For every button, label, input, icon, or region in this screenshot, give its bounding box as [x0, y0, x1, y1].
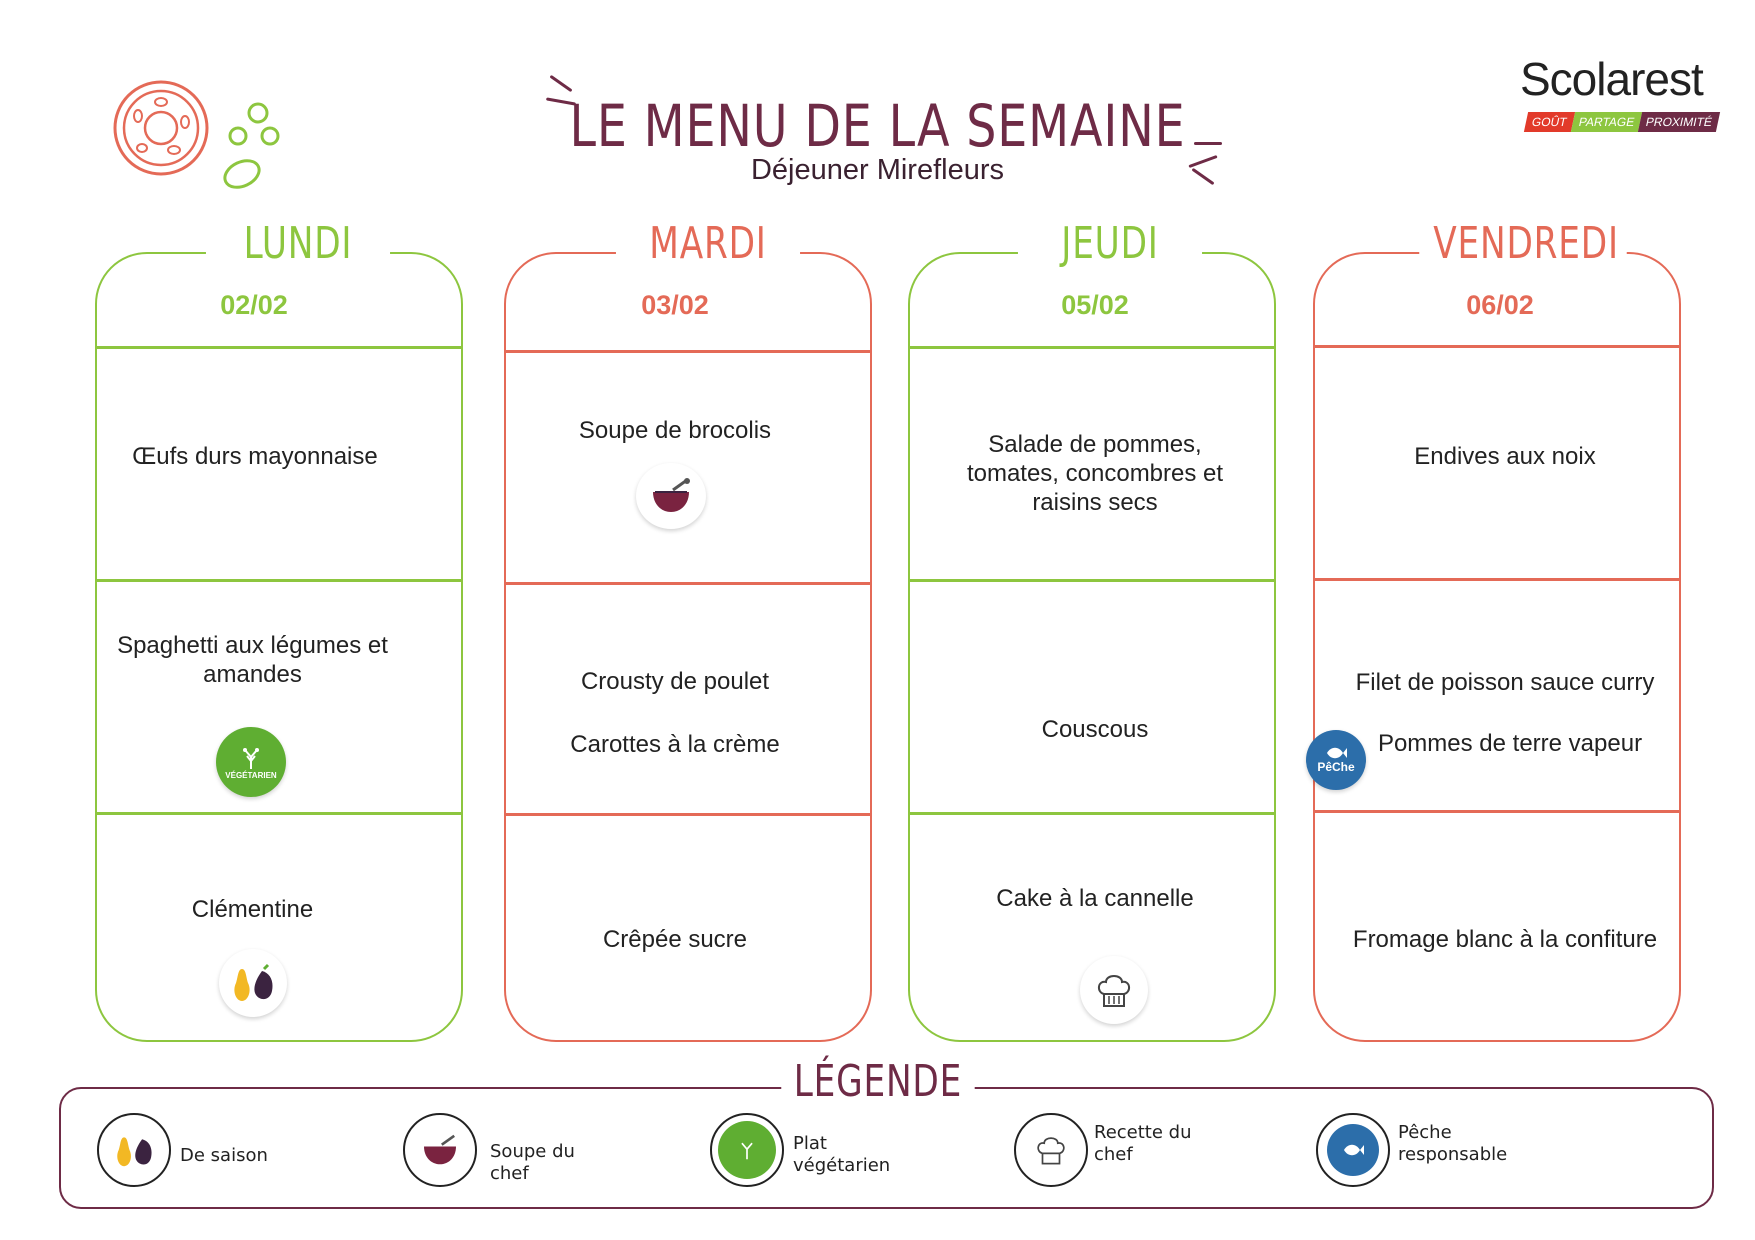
side-dish: Carottes à la crème [570, 731, 780, 758]
logo-tag: GOÛT [1523, 112, 1575, 132]
day-name: JEUDI [1017, 218, 1203, 278]
day-column-jeudi [908, 252, 1276, 1042]
day-date: 02/02 [220, 290, 288, 320]
dessert-dish: Clémentine [191, 896, 314, 923]
day-name: MARDI [615, 218, 801, 278]
soup-icon [403, 1113, 477, 1187]
row-divider [506, 813, 870, 816]
row-divider [910, 579, 1274, 582]
vegetarian-icon: VÉGÉTARIEN [216, 727, 286, 797]
day-column-mardi [504, 252, 872, 1042]
main-dish: Spaghetti aux légumes et amandes [117, 632, 388, 688]
day-date: 06/02 [1466, 290, 1534, 320]
dessert-dish: Cake à la cannelle [996, 885, 1194, 912]
dessert-dish: Fromage blanc à la confiture [1352, 926, 1658, 953]
vegetarian-icon [710, 1113, 784, 1187]
fish-icon: PêChe [1306, 730, 1366, 790]
soup-icon [636, 463, 706, 529]
row-divider [910, 346, 1274, 349]
row-divider [1315, 810, 1679, 813]
row-divider [1315, 345, 1679, 348]
chef-hat-icon [1080, 956, 1148, 1024]
dessert-dish: Crêpée sucre [602, 926, 748, 953]
day-name: LUNDI [205, 218, 391, 278]
title-decoration [549, 74, 573, 93]
seasonal-icon [219, 949, 287, 1017]
legend-title-wrap: LÉGENDE [0, 1056, 1755, 1107]
starter-dish: Salade de pommes, tomates, concombres et… [966, 431, 1224, 516]
fish-badge-label: PêChe [1317, 760, 1355, 774]
row-divider [910, 812, 1274, 815]
logo-tag: PROXIMITÉ [1637, 112, 1721, 132]
row-divider [97, 812, 461, 815]
side-dish: Pommes de terre vapeur [1377, 730, 1643, 757]
legend-title: LÉGENDE [780, 1056, 975, 1107]
starter-dish: Œufs durs mayonnaise [132, 443, 378, 470]
starter-dish: Endives aux noix [1414, 443, 1596, 470]
main-dish: Crousty de poulet [580, 668, 770, 695]
chef-hat-icon [1014, 1113, 1088, 1187]
tomato-decoration-icon [113, 80, 280, 189]
page-title: LE MENU DE LA SEMAINE [569, 92, 1186, 160]
legend-label: Soupe du chef [490, 1141, 575, 1184]
main-dish: Couscous [1041, 716, 1149, 743]
day-column-lundi [95, 252, 463, 1042]
vegetarian-badge-label: VÉGÉTARIEN [225, 770, 277, 780]
row-divider [97, 346, 461, 349]
row-divider [506, 582, 870, 585]
logo-tag: PARTAGE [1570, 112, 1643, 132]
day-name: VENDREDI [1419, 218, 1627, 278]
main-dish: Filet de poisson sauce curry [1355, 669, 1655, 696]
row-divider [97, 579, 461, 582]
legend-label: Pêche responsable [1398, 1122, 1508, 1165]
fish-icon [1316, 1113, 1390, 1187]
starter-dish: Soupe de brocolis [578, 417, 772, 444]
scolarest-logo: Scolarest [1520, 53, 1704, 105]
row-divider [1315, 578, 1679, 581]
legend-label: De saison [180, 1145, 268, 1166]
logo-tagline: GOÛT PARTAGE PROXIMITÉ [1523, 112, 1721, 132]
legend-label: Recette du chef [1094, 1122, 1192, 1165]
day-date: 05/02 [1061, 290, 1129, 320]
day-date: 03/02 [641, 290, 709, 320]
row-divider [506, 350, 870, 353]
title-decoration [1194, 142, 1222, 145]
page-subtitle: Déjeuner Mirefleurs [750, 154, 1005, 186]
seasonal-icon [97, 1113, 171, 1187]
day-column-vendredi [1313, 252, 1681, 1042]
legend-label: Plat végétarien [793, 1133, 891, 1176]
